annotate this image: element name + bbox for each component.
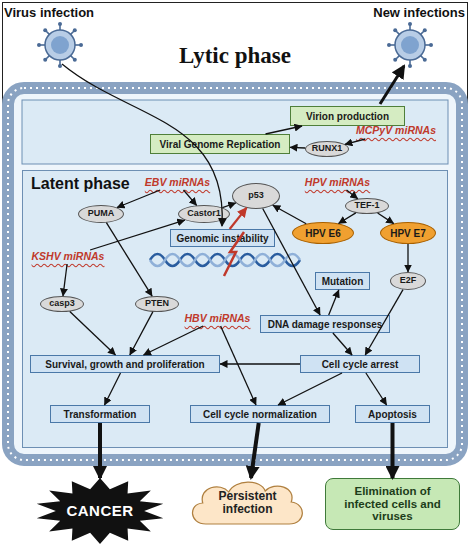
pathway-arrow — [290, 147, 305, 149]
process-box: Cell cycle normalization — [190, 405, 330, 423]
starburst-outline — [37, 478, 164, 544]
node-text: Elimination of infected cells and viruse… — [332, 485, 453, 523]
node-text: Persistent infection — [185, 490, 310, 516]
cell-membrane — [8, 88, 462, 460]
outcome-starburst: CANCER — [35, 478, 165, 544]
stage-label: New infections — [335, 5, 465, 20]
process-box: Apoptosis — [355, 405, 430, 423]
mirna-tag: HPV miRNAs — [300, 176, 375, 190]
mirna-tag: EBV miRNAs — [140, 176, 215, 190]
node-text: p53 — [248, 191, 264, 201]
oncoprotein-ellipse: HPV E6 — [292, 222, 354, 244]
virus-icon — [387, 22, 433, 68]
node-text: HPV E6 — [305, 228, 341, 239]
node-text: Lytic phase — [179, 43, 291, 68]
protein-ellipse: casp3 — [40, 296, 84, 312]
outcome-cloud: Persistent infection — [185, 478, 310, 528]
node-text: Apoptosis — [368, 409, 417, 420]
node-text: HPV miRNAs — [305, 177, 370, 189]
node-text: Castor1 — [187, 209, 221, 219]
process-box: Virion production — [290, 106, 405, 126]
protein-ellipse: E2F — [390, 272, 426, 290]
node-text: Cell cycle arrest — [322, 359, 399, 370]
process-box: DNA damage responses — [260, 315, 390, 333]
pathway-arrow — [266, 126, 303, 134]
node-text: Virion production — [306, 111, 389, 122]
node-text: CANCER — [66, 503, 133, 520]
process-box: Viral Genome Replication — [150, 134, 290, 154]
process-box: Transformation — [50, 405, 150, 423]
node-text: TEF-1 — [354, 201, 379, 211]
membrane-texture — [8, 88, 462, 460]
node-text: KSHV miRNAs — [32, 251, 105, 263]
protein-ellipse: p53 — [232, 183, 280, 209]
node-text: HBV miRNAs — [185, 313, 251, 325]
node-text: RUNX1 — [312, 144, 343, 154]
node-text: DNA damage responses — [268, 319, 383, 330]
node-text: PUMA — [88, 209, 115, 219]
node-text: PTEN — [145, 299, 169, 309]
pathway-arrow — [345, 139, 365, 144]
node-text: MCPyV miRNAs — [356, 125, 436, 137]
process-box: Survival, growth and proliferation — [30, 355, 220, 373]
node-text: Genomic instability — [176, 233, 268, 244]
lytic-band — [22, 100, 448, 164]
oncoprotein-ellipse: HPV E7 — [380, 222, 436, 244]
protein-ellipse: TEF-1 — [345, 198, 389, 214]
process-box: Cell cycle arrest — [300, 355, 420, 373]
node-text: E2F — [400, 276, 417, 286]
mirna-tag: MCPyV miRNAs — [350, 123, 442, 139]
stage-label: Virus infection — [4, 5, 134, 20]
node-text: Cell cycle normalization — [203, 409, 317, 420]
node-text: Latent phase — [31, 175, 130, 193]
protein-ellipse: PUMA — [78, 205, 124, 223]
mirna-tag: KSHV miRNAs — [28, 250, 108, 264]
process-box: Genomic instability — [170, 229, 275, 247]
protein-ellipse: Castor1 — [178, 205, 230, 223]
node-text: Mutation — [322, 276, 364, 287]
node-text: Viral Genome Replication — [160, 139, 281, 150]
outcome-box: Elimination of infected cells and viruse… — [325, 478, 460, 530]
mirna-tag: HBV miRNAs — [180, 312, 255, 326]
process-box: Mutation — [315, 272, 370, 290]
phase-panel: Latent phase EBV miRNAs HPV miRNAs p53TEF-1… — [22, 170, 448, 448]
protein-ellipse: RUNX1 — [305, 141, 349, 157]
virus-icon — [37, 22, 83, 68]
node-text: Transformation — [64, 409, 137, 420]
protein-ellipse: PTEN — [135, 296, 179, 312]
node-text: HPV E7 — [390, 228, 426, 239]
node-text: EBV miRNAs — [145, 177, 210, 189]
node-text: casp3 — [49, 299, 75, 309]
node-text: Survival, growth and proliferation — [45, 359, 204, 370]
